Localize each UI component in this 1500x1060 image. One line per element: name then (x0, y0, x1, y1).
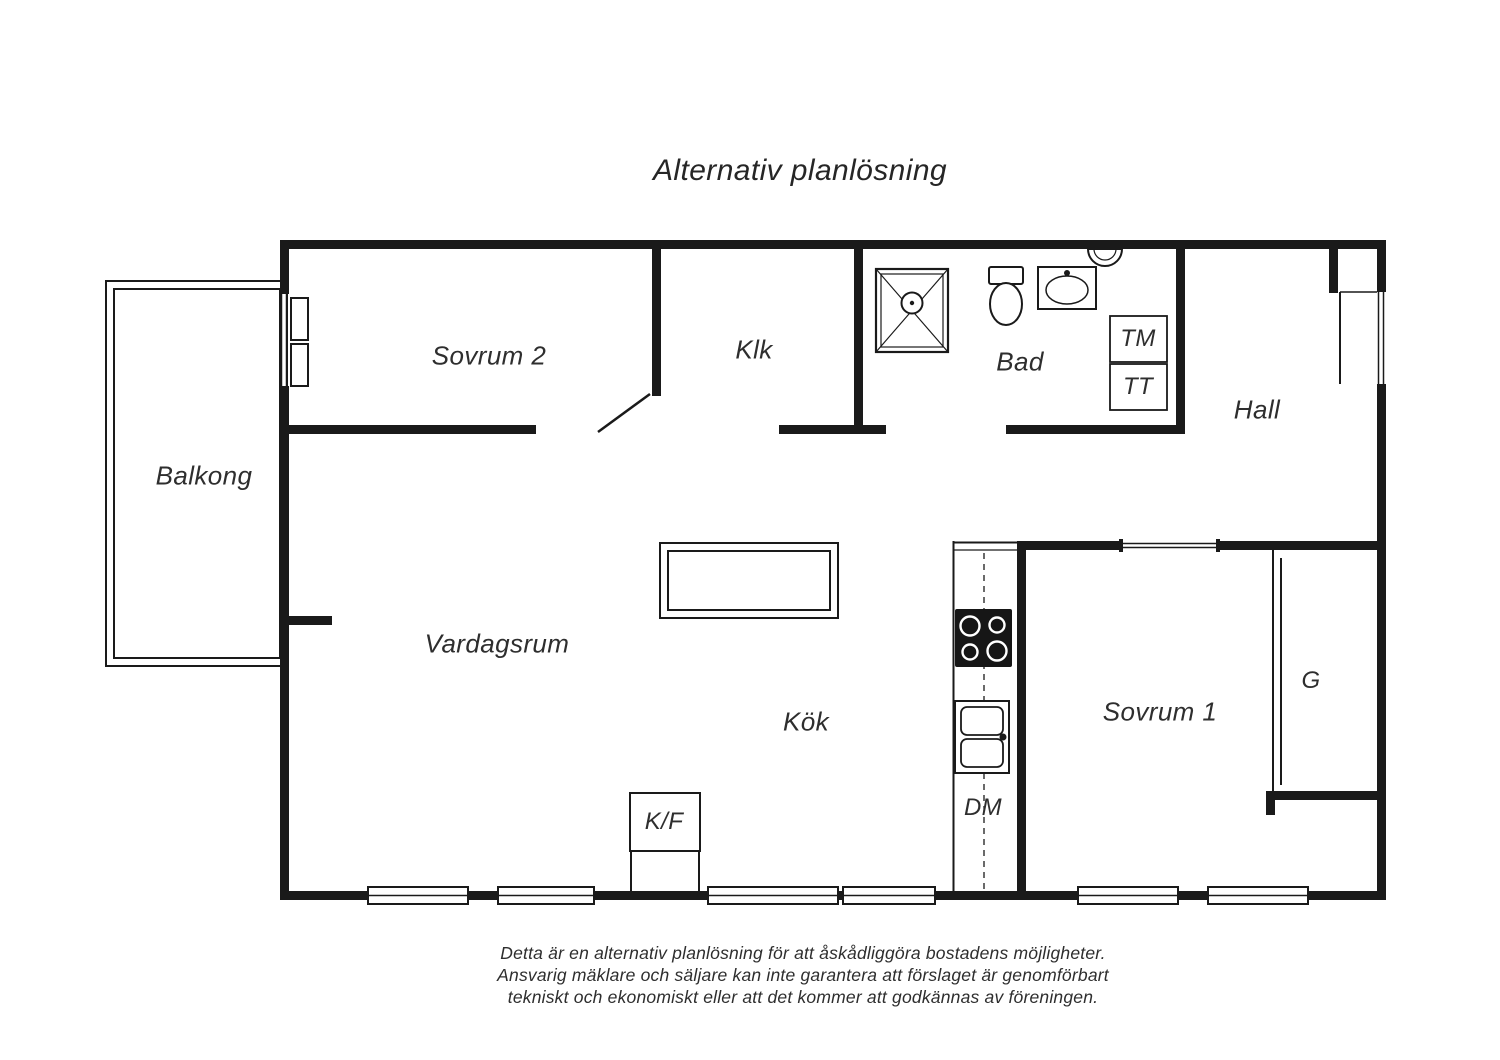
room-label-klk: Klk (735, 334, 773, 365)
room-label-sovrum1: Sovrum 1 (1102, 696, 1218, 727)
door-sovrum1 (1119, 539, 1220, 552)
label-dryer: TT (1122, 373, 1154, 400)
room-label-sovrum2: Sovrum 2 (431, 340, 547, 371)
disclaimer-line-1: Detta är en alternativ planlösning för a… (500, 943, 1106, 963)
fridge-freezer (629, 792, 701, 891)
label-washing-machine: TM (1120, 325, 1156, 352)
toilet (988, 266, 1024, 326)
stove (955, 609, 1012, 667)
label-dishwasher: DM (963, 794, 1003, 821)
windows (367, 886, 1309, 905)
room-label-balkong: Balkong (155, 460, 253, 491)
entry-door (1339, 291, 1385, 384)
disclaimer-text: Detta är en alternativ planlösning för a… (497, 942, 1109, 1008)
room-label-bad: Bad (996, 346, 1044, 377)
disclaimer-line-3: tekniskt och ekonomiskt eller att det ko… (507, 987, 1099, 1007)
shower (874, 267, 950, 354)
room-label-vardagsrum: Vardagsrum (424, 628, 570, 659)
label-fridge-freezer: K/F (644, 808, 684, 835)
dryer-box (1109, 363, 1168, 411)
kitchen-sink (954, 700, 1010, 774)
disclaimer-line-2: Ansvarig mäklare och säljare kan inte ga… (497, 965, 1109, 985)
page-title: Alternativ planlösning (653, 154, 947, 187)
balcony-door (280, 294, 309, 387)
bathroom-sink (1037, 266, 1097, 310)
wardrobe (1272, 550, 1282, 791)
room-label-kok: Kök (782, 706, 830, 737)
corner-basin (1086, 248, 1124, 267)
door-leaf (597, 392, 651, 434)
label-wardrobe: G (1301, 667, 1321, 694)
washer-box (1109, 315, 1168, 363)
room-label-hall: Hall (1233, 394, 1281, 425)
kitchen-island (659, 542, 839, 619)
